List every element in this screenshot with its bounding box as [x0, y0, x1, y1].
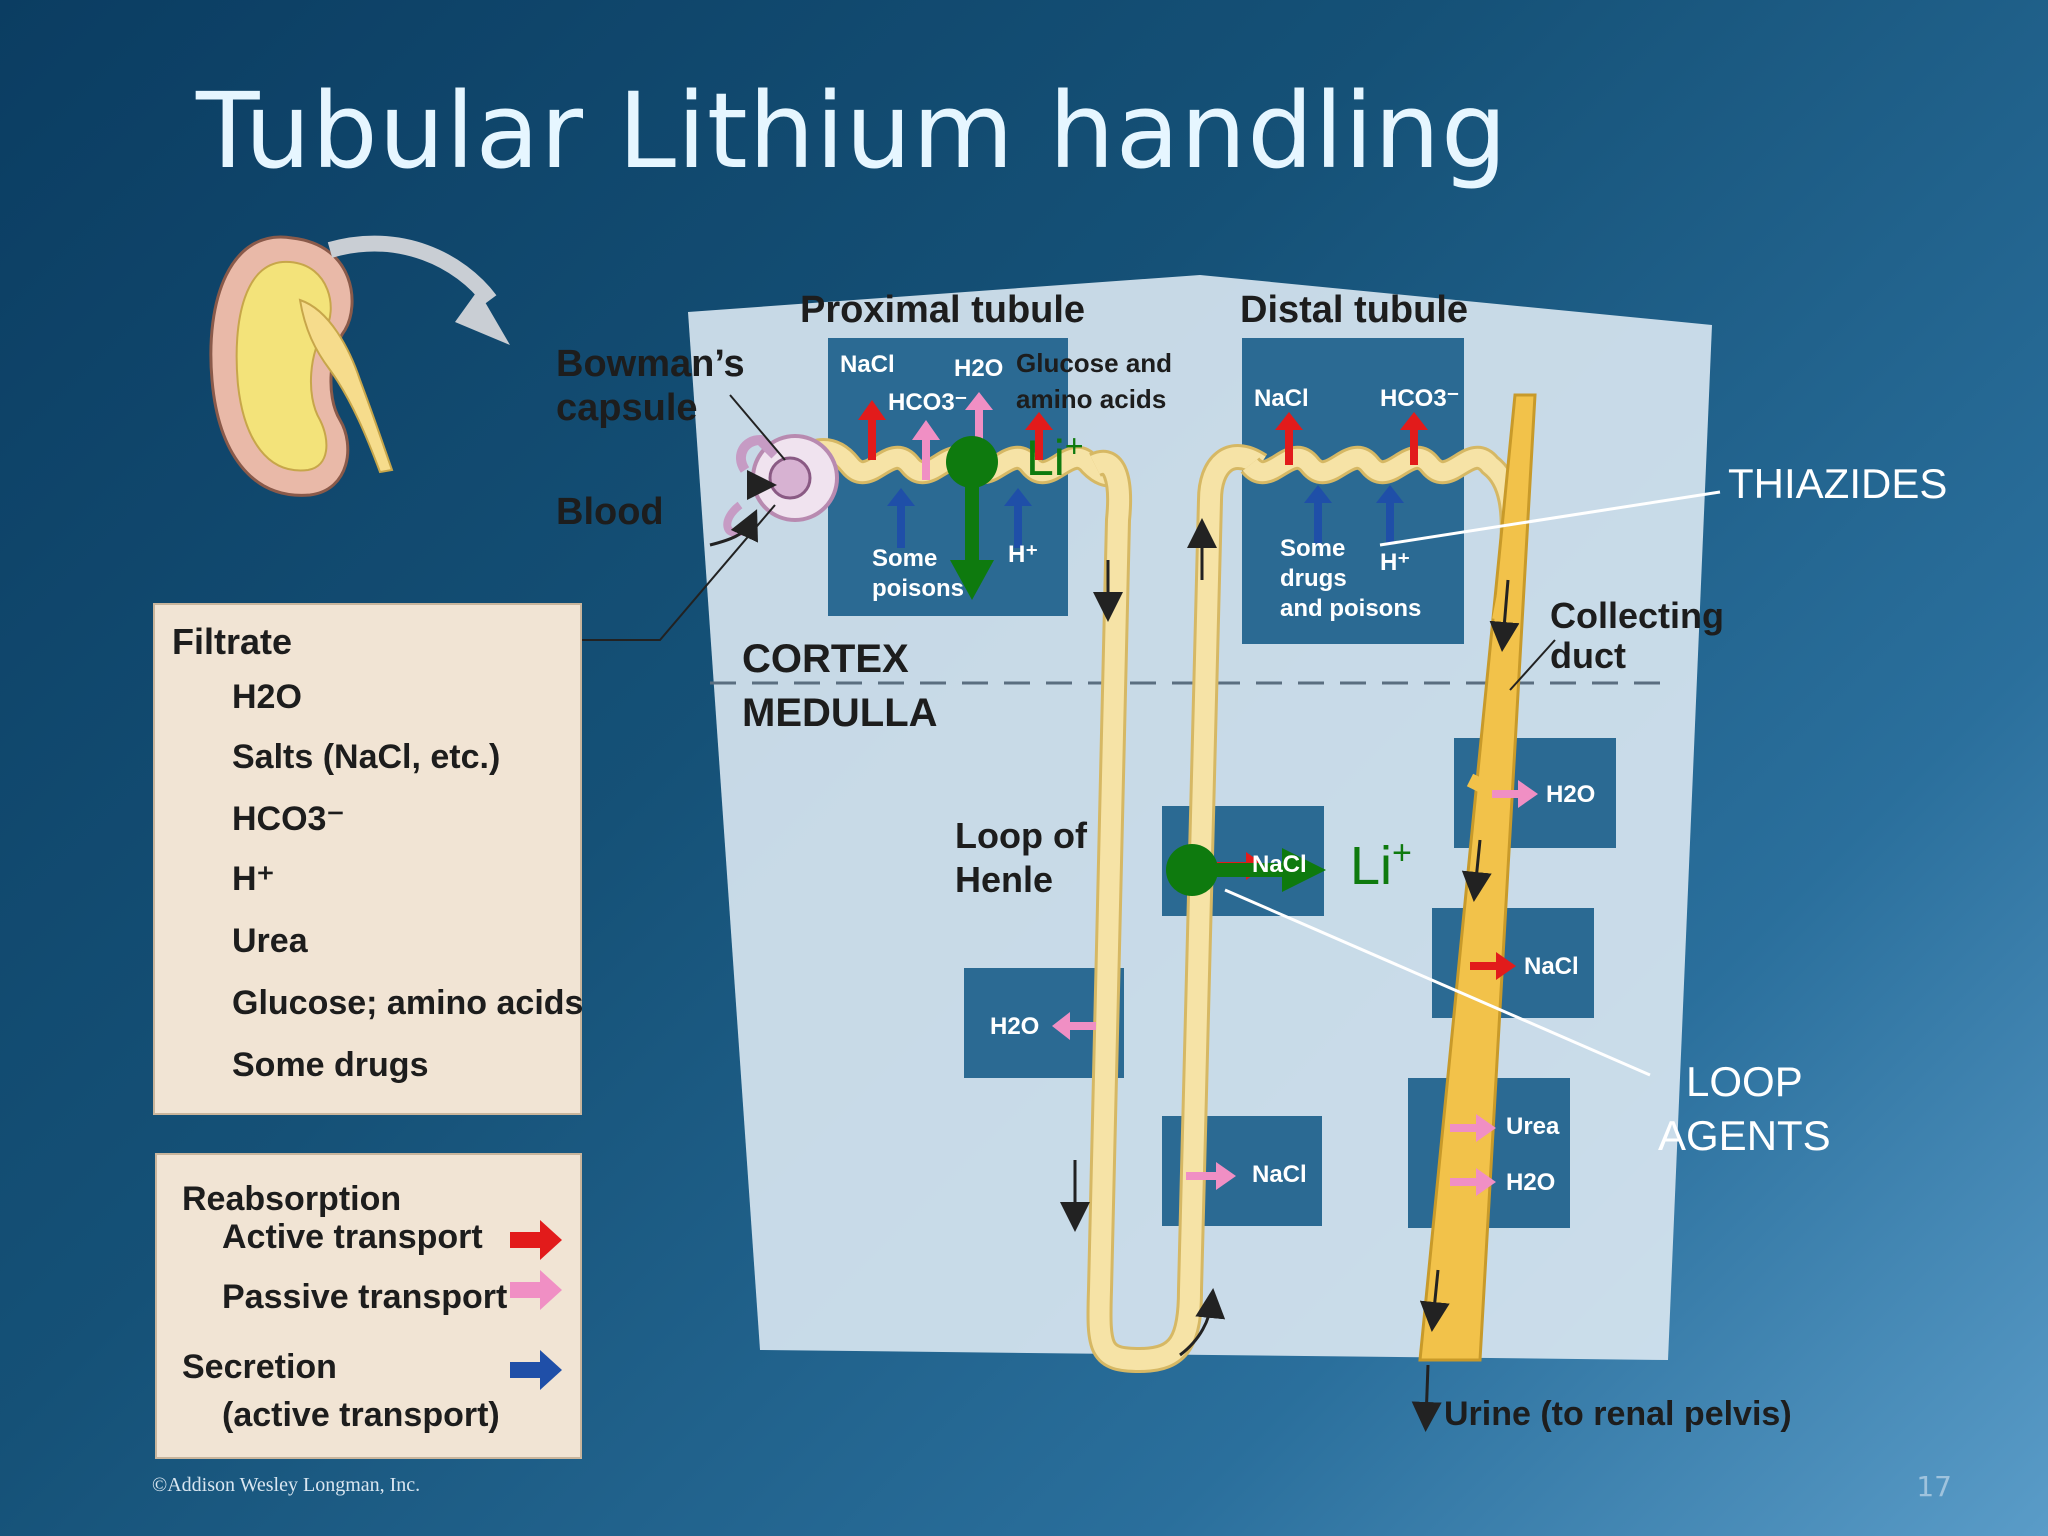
flow-arrows: [709, 470, 1520, 1432]
loop-h2o-label: H2O: [990, 1013, 1039, 1040]
loop-agents-label-2: AGENTS: [1658, 1112, 1831, 1159]
duct-urea-label: Urea: [1506, 1113, 1560, 1140]
legend-reabsorption: Reabsorption: [182, 1180, 401, 1218]
proximal-nacl-active-arrow: [858, 400, 886, 460]
proximal-tubule-label: Proximal tubule: [800, 289, 1085, 331]
loop-nacl-lower-label: NaCl: [1252, 1161, 1307, 1188]
loop-of-henle-label-2: Henle: [955, 859, 1053, 900]
proximal-hco3-passive-arrow: [912, 420, 940, 480]
proximal-poisons-label-1: Some: [872, 545, 937, 572]
filtrate-item: H⁺: [232, 860, 275, 898]
loop-agents-label-1: LOOP: [1686, 1058, 1803, 1105]
duct-h2o-lower-label: H2O: [1506, 1169, 1555, 1196]
urine-label: Urine (to renal pelvis): [1444, 1395, 1792, 1433]
proximal-glucose-active-arrow: [1025, 412, 1053, 460]
proximal-hco3-label: HCO3⁻: [888, 389, 967, 416]
legend-passive-arrow: [510, 1270, 562, 1310]
page-number: 17: [1916, 1470, 1952, 1503]
legend-active-transport: Active transport: [222, 1218, 483, 1256]
distal-drugs-label-1: Some: [1280, 535, 1345, 562]
proximal-h2o-label: H2O: [954, 355, 1003, 382]
proximal-poisons-secretion-arrow: [887, 488, 915, 548]
proximal-glucose-label-2: amino acids: [1016, 384, 1166, 414]
filtrate-box: [153, 603, 582, 1115]
distal-arrows: [1275, 412, 1428, 543]
slide-title: Tubular Lithium handling: [196, 70, 1509, 192]
distal-tubule-label: Distal tubule: [1240, 289, 1468, 331]
proximal-glucose-label-1: Glucose and: [1016, 348, 1172, 378]
proximal-h-secretion-arrow: [1004, 488, 1032, 548]
duct-h2o-upper-label: H2O: [1546, 781, 1595, 808]
proximal-poisons-label-2: poisons: [872, 575, 964, 602]
collecting-duct-label-2: duct: [1550, 635, 1626, 676]
distal-nacl-label: NaCl: [1254, 385, 1309, 412]
cortex-label: CORTEX: [742, 637, 909, 681]
filtrate-item: H2O: [232, 678, 302, 716]
legend-active-arrow: [510, 1220, 562, 1260]
thiazides-leader-line: [1379, 490, 1721, 547]
distal-hco3-active-arrow: [1400, 412, 1428, 465]
distal-h-secretion-arrow: [1376, 485, 1404, 543]
distal-drugs-label-2: drugs: [1280, 565, 1347, 592]
medulla-label: MEDULLA: [742, 691, 938, 735]
filtrate-item: Glucose; amino acids: [232, 984, 583, 1022]
thiazides-label: THIAZIDES: [1728, 460, 1947, 507]
distal-drugs-secretion-arrow: [1304, 485, 1332, 543]
duct-nacl-label: NaCl: [1524, 953, 1579, 980]
lithium-proximal: [946, 436, 998, 600]
proximal-arrows: [858, 392, 1053, 548]
bowmans-capsule-label-2: capsule: [556, 387, 698, 429]
bowmans-capsule-label-1: Bowman’s: [556, 343, 745, 385]
distal-nacl-active-arrow: [1275, 412, 1303, 465]
lithium-proximal-label: Li+: [1026, 428, 1084, 486]
filtrate-item: Some drugs: [232, 1046, 428, 1084]
distal-h-label: H⁺: [1380, 549, 1410, 576]
proximal-nacl-label: NaCl: [840, 351, 895, 378]
proximal-h-label: H⁺: [1008, 541, 1038, 568]
filtrate-item: HCO3⁻: [232, 800, 344, 838]
filtrate-item: Salts (NaCl, etc.): [232, 738, 500, 776]
legend-passive-transport: Passive transport: [222, 1278, 507, 1316]
lithium-loop-label: Li+: [1350, 834, 1412, 896]
kidney-illustration: [209, 235, 510, 497]
loop-nacl-upper-label: NaCl: [1252, 851, 1307, 878]
proximal-h2o-passive-arrow: [965, 392, 993, 440]
blood-label: Blood: [556, 491, 664, 533]
collecting-duct-label-1: Collecting: [1550, 595, 1724, 636]
filtrate-item: Urea: [232, 922, 309, 960]
loop-of-henle-label-1: Loop of: [955, 815, 1088, 856]
loop-agents-leader-line: [1224, 888, 1651, 1077]
distal-drugs-label-3: and poisons: [1280, 595, 1421, 622]
legend-box: [155, 1153, 582, 1459]
distal-hco3-label: HCO3⁻: [1380, 385, 1459, 412]
legend-secretion-arrow: [510, 1350, 562, 1390]
lithium-loop: [1166, 844, 1326, 896]
legend-secretion: Secretion: [182, 1348, 337, 1386]
filtrate-title: Filtrate: [172, 621, 292, 662]
distal-tubule-box: [1242, 338, 1464, 644]
copyright-credit: ©Addison Wesley Longman, Inc.: [152, 1474, 421, 1496]
legend-secretion-sub: (active transport): [222, 1396, 500, 1434]
